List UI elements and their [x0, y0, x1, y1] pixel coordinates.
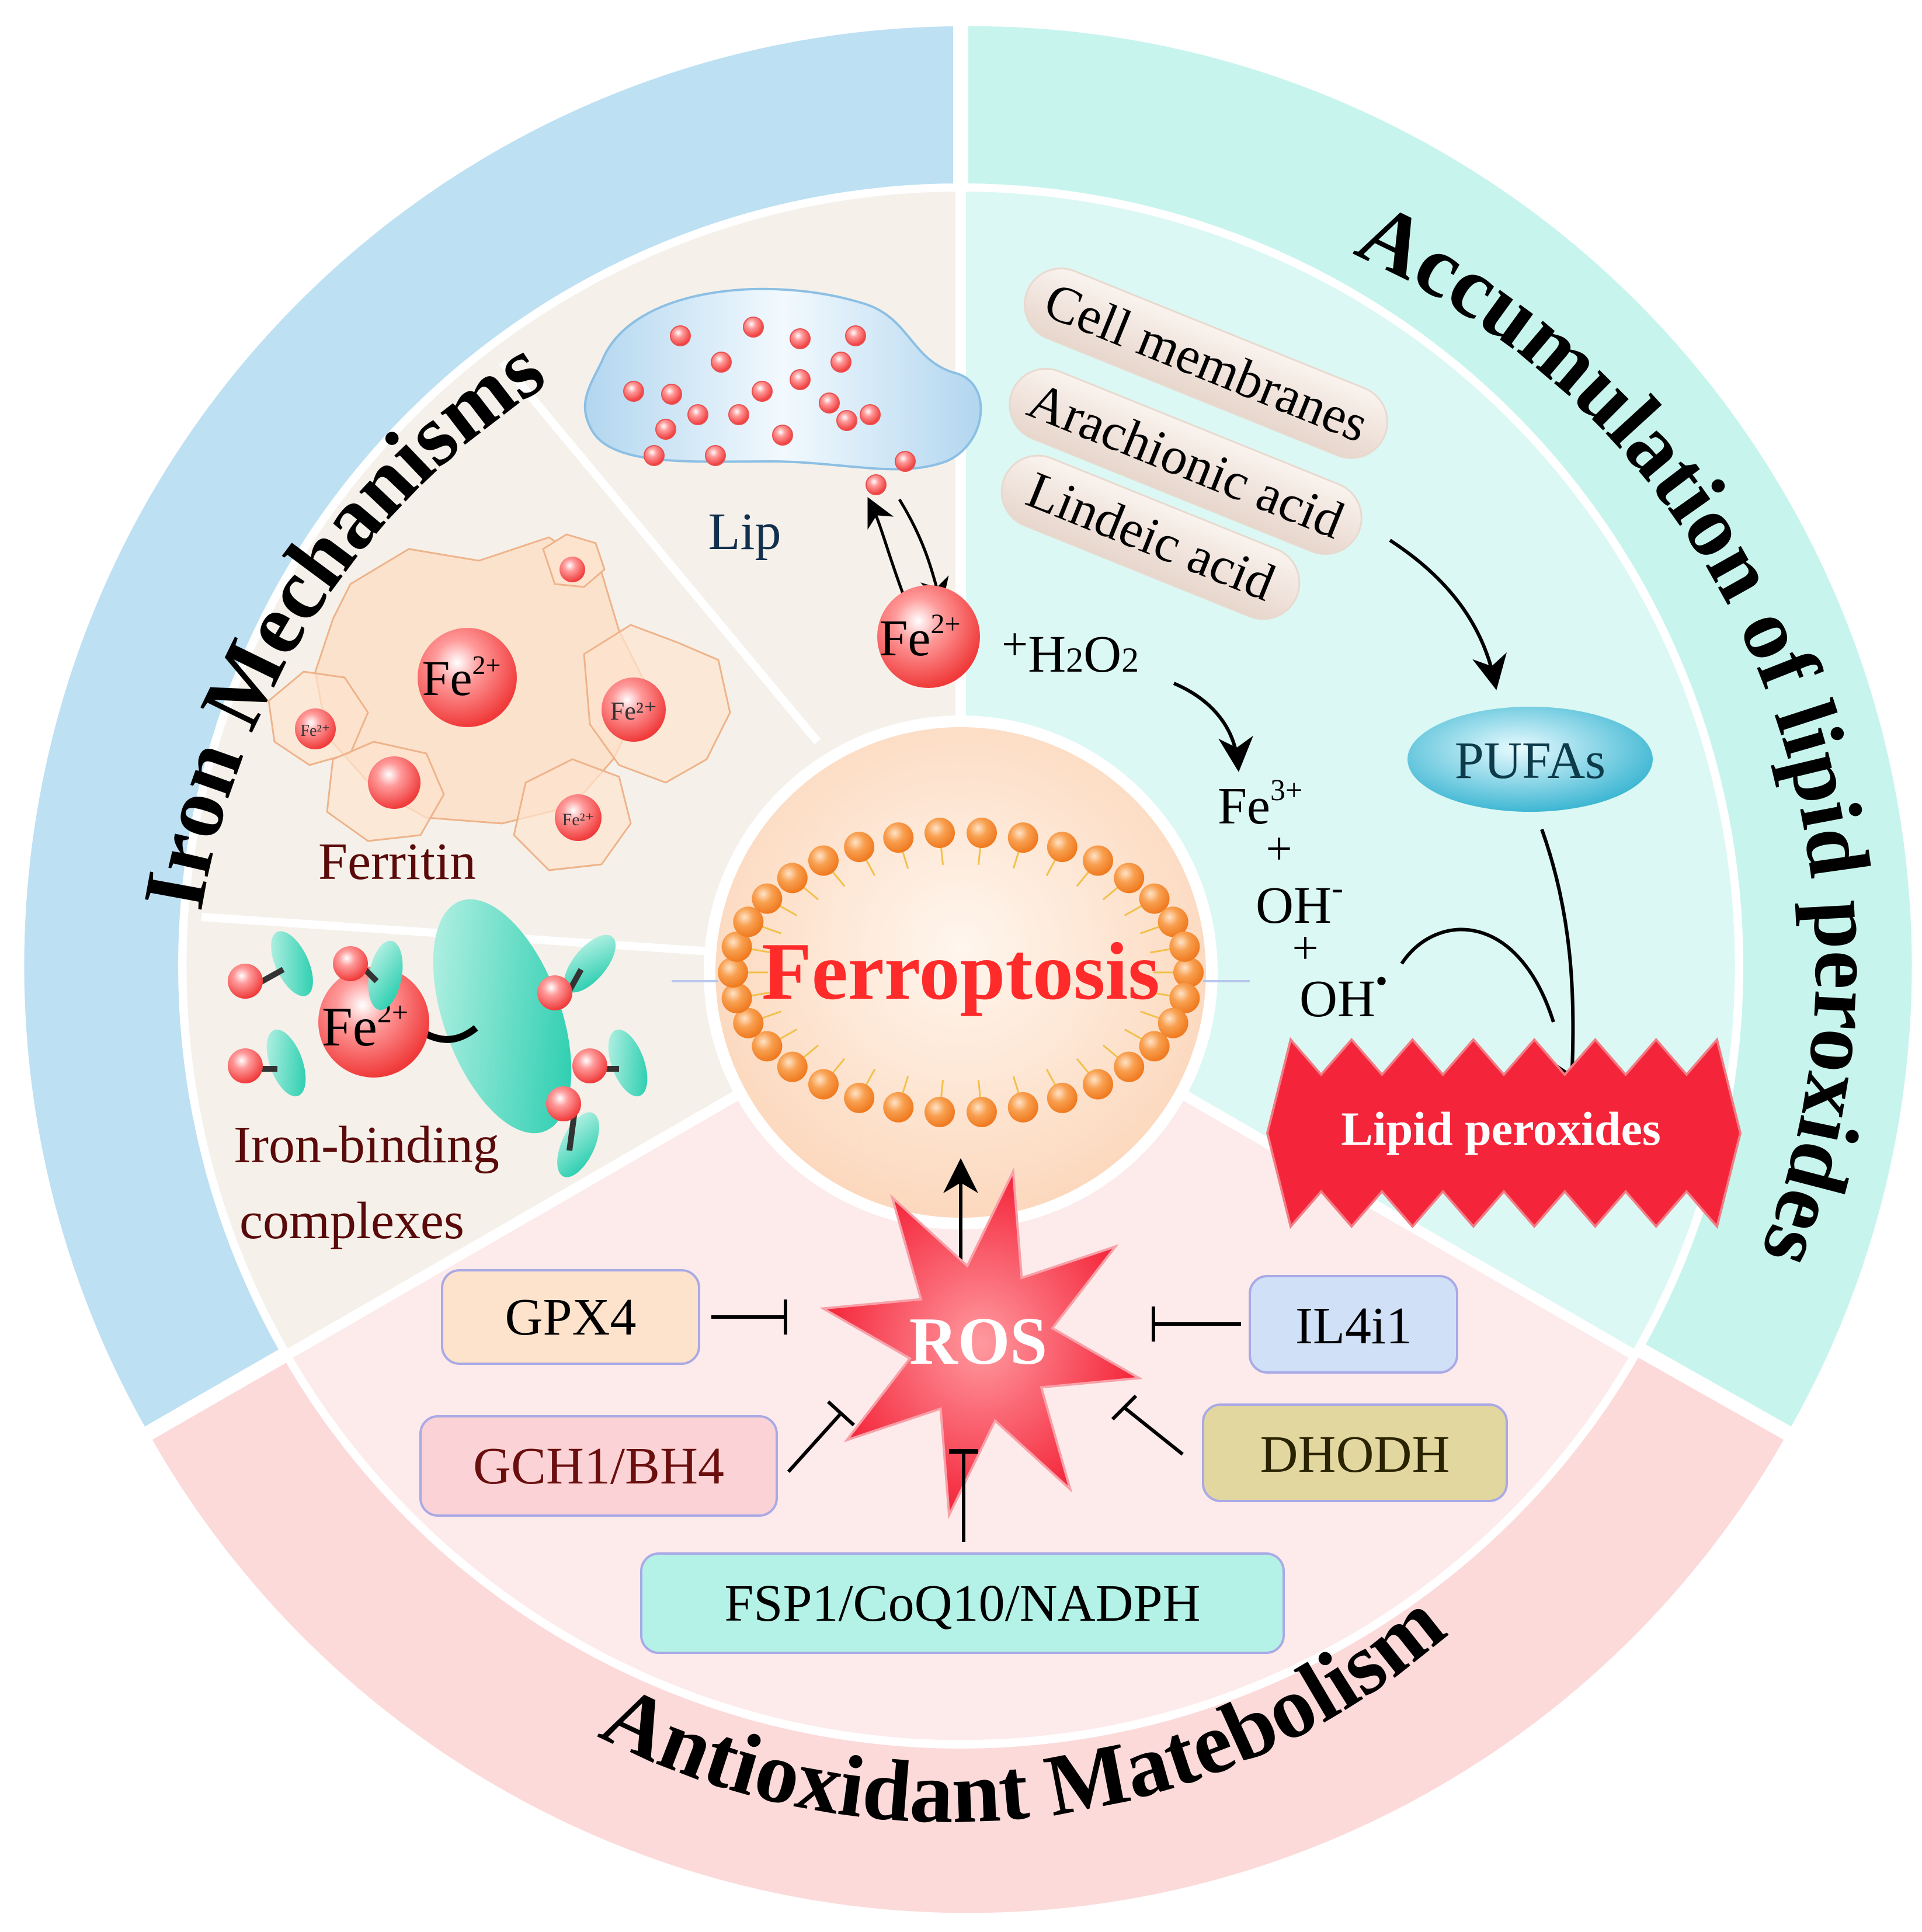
inhibitor-gch1-bh4: GCH1/BH4: [419, 1400, 856, 1517]
inhibitor-gpx4: GPX4: [441, 1269, 787, 1365]
labile-iron-pool: Lip Fe2+: [583, 287, 982, 688]
svg-text:Fe3+: Fe3+: [1218, 774, 1302, 835]
svg-text:Fe2+: Fe2+: [879, 609, 960, 667]
pufas-to-peroxides-arrow-icon: [1540, 828, 1590, 1099]
svg-text:PUFAs: PUFAs: [1455, 732, 1605, 790]
sources-to-pufas-arrow-icon: [1389, 538, 1507, 690]
fe2-ion-icon: Fe2+: [877, 585, 980, 688]
svg-text:DHODH: DHODH: [1260, 1426, 1450, 1483]
inhibitor-fsp1-coq10-nadph: FSP1/CoQ10/NADPH: [640, 1449, 1285, 1654]
lipid-peroxides-node: Lipid peroxides: [1266, 1037, 1742, 1229]
svg-text:Lipid peroxides: Lipid peroxides: [1341, 1102, 1661, 1155]
lip-label: Lip: [708, 503, 781, 561]
release-arrow-icon: [867, 497, 910, 608]
ferritin-label: Ferritin: [318, 833, 476, 891]
svg-text:ROS: ROS: [909, 1304, 1047, 1378]
svg-text:Fe²⁺: Fe²⁺: [610, 697, 657, 725]
svg-text:Fe²⁺: Fe²⁺: [300, 722, 330, 740]
fenton-arrow-icon: [1173, 682, 1253, 772]
pufas-node: PUFAs: [1407, 707, 1653, 812]
svg-text:+H2O2: +H2O2: [1002, 619, 1139, 683]
svg-text:IL4i1: IL4i1: [1295, 1297, 1412, 1355]
svg-text:GCH1/BH4: GCH1/BH4: [473, 1437, 724, 1495]
iron-binding-complexes: Fe2+ Iron-binding complexes: [228, 899, 648, 1250]
fenton-reaction: +H2O2 Fe3+ + OH- + OH•: [1002, 619, 1555, 1028]
svg-text:+: +: [1266, 823, 1292, 875]
iron-binding-label: Iron-binding: [234, 1116, 499, 1174]
ferroptosis-core: Ferroptosis: [672, 715, 1250, 1229]
svg-text:Fe2+: Fe2+: [322, 996, 408, 1058]
svg-text:Fe²⁺: Fe²⁺: [562, 810, 595, 829]
svg-text:FSP1/CoQ10/NADPH: FSP1/CoQ10/NADPH: [724, 1575, 1200, 1632]
complexes-label: complexes: [239, 1192, 464, 1250]
svg-text:GPX4: GPX4: [505, 1288, 636, 1346]
ferritin-cluster: Fe2+ Fe²⁺ Fe²⁺ Fe²⁺ Ferritin: [267, 533, 731, 891]
iron-ion-dots: [623, 317, 916, 495]
inhibitor-dhodh: DHODH: [1111, 1394, 1508, 1502]
center-title: Ferroptosis: [762, 926, 1160, 1017]
svg-text:OH•: OH•: [1299, 962, 1388, 1028]
ros-node: ROS: [819, 1167, 1143, 1520]
svg-text:OH-: OH-: [1256, 868, 1343, 934]
lipid-bilayer-icon: [718, 818, 1204, 1127]
radical-arrow-icon: [1400, 927, 1555, 1023]
svg-text:+: +: [1292, 923, 1318, 974]
svg-text:Fe2+: Fe2+: [422, 650, 501, 706]
inhibitor-il4i1: IL4i1: [1152, 1275, 1458, 1374]
